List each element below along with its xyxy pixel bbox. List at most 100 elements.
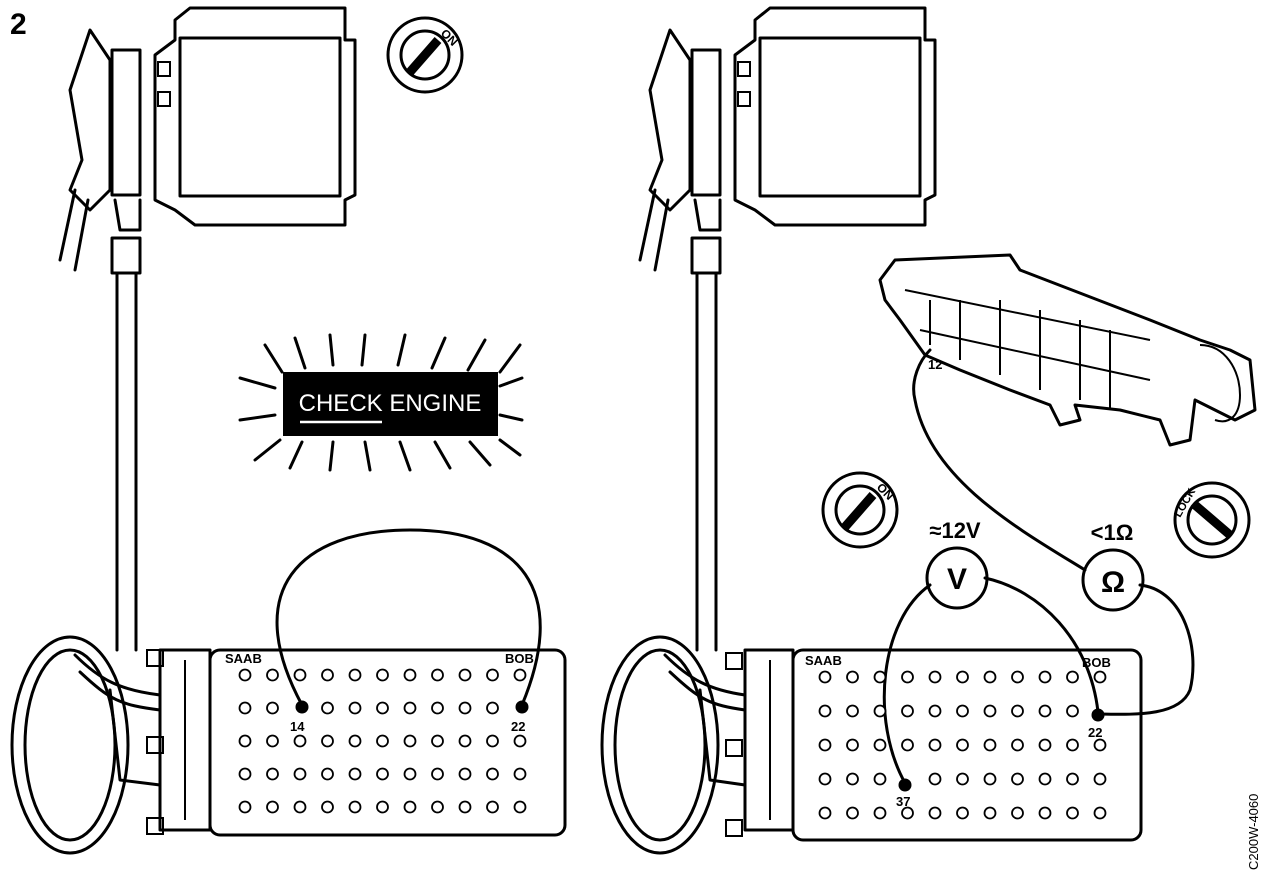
breakout-pin bbox=[293, 767, 307, 781]
breakout-pin bbox=[983, 670, 997, 684]
breakout-pin bbox=[928, 738, 942, 752]
breakout-pin bbox=[376, 734, 389, 748]
breakout-pin bbox=[293, 800, 307, 814]
breakout-pin bbox=[818, 670, 832, 684]
ignition-on-label: ON bbox=[438, 26, 461, 49]
ohmmeter-reading: <1Ω bbox=[1091, 520, 1134, 545]
voltmeter-reading: ≈12V bbox=[929, 518, 981, 543]
breakout-pin bbox=[1066, 670, 1079, 684]
breakout-pin bbox=[873, 704, 887, 718]
step-number: 2 bbox=[10, 8, 27, 41]
breakout-box-left-label-saab: SAAB bbox=[225, 651, 262, 666]
voltmeter-symbol: V bbox=[947, 563, 967, 596]
control-module-left bbox=[153, 6, 357, 227]
breakout-pin bbox=[818, 738, 832, 752]
ignition-switch-on-left: ON bbox=[386, 16, 464, 94]
breakout-pin bbox=[238, 668, 252, 682]
breakout-pin bbox=[266, 701, 279, 715]
breakout-pin bbox=[376, 767, 389, 781]
breakout-pin bbox=[403, 734, 417, 748]
breakout-pin bbox=[1093, 772, 1107, 786]
breakout-cable-left bbox=[10, 635, 212, 855]
breakout-pin bbox=[513, 734, 527, 748]
breakout-pin bbox=[238, 734, 252, 748]
ignition-on-label-right: ON bbox=[874, 480, 897, 503]
breakout-pin bbox=[403, 668, 417, 682]
breakout-pin bbox=[1066, 704, 1079, 718]
breakout-pin bbox=[266, 767, 279, 781]
breakout-pin bbox=[901, 738, 914, 752]
breakout-pin bbox=[901, 670, 914, 684]
breakout-pin bbox=[1011, 772, 1024, 786]
breakout-pin bbox=[956, 670, 969, 684]
breakout-pin bbox=[1066, 772, 1079, 786]
breakout-pin bbox=[458, 734, 472, 748]
breakout-pin bbox=[321, 800, 334, 814]
check-engine-lamp: CHECK ENGINE bbox=[238, 333, 524, 472]
pin-14-left bbox=[295, 700, 309, 714]
breakout-pin bbox=[403, 701, 417, 715]
breakout-pin bbox=[458, 701, 472, 715]
breakout-pin bbox=[513, 668, 527, 682]
breakout-box-right-label-bob: BOB bbox=[1082, 655, 1111, 670]
breakout-pin bbox=[431, 701, 444, 715]
breakout-pin bbox=[846, 772, 859, 786]
breakout-pin bbox=[348, 701, 362, 715]
breakout-pin bbox=[956, 806, 969, 820]
breakout-pin bbox=[431, 767, 444, 781]
breakout-pin bbox=[873, 738, 887, 752]
breakout-pin bbox=[238, 767, 252, 781]
breakout-pin bbox=[376, 668, 389, 682]
figure-code: C200W-4060 bbox=[1246, 794, 1261, 870]
ignition-switch-lock: LOCK bbox=[1172, 481, 1251, 559]
breakout-pin bbox=[983, 772, 997, 786]
breakout-pin bbox=[901, 806, 914, 820]
pin-label-22-left: 22 bbox=[511, 719, 525, 734]
ohmmeter: <1Ω Ω bbox=[912, 348, 1195, 716]
right-panel: 12 ON LOCK ≈12V V <1Ω Ω bbox=[600, 6, 1257, 855]
breakout-pin bbox=[928, 806, 942, 820]
breakout-pin bbox=[376, 800, 389, 814]
breakout-pin bbox=[486, 800, 499, 814]
breakout-pin bbox=[293, 734, 307, 748]
breakout-pin bbox=[266, 668, 279, 682]
breakout-pin bbox=[458, 767, 472, 781]
breakout-pin bbox=[901, 704, 914, 718]
breakout-pin bbox=[348, 800, 362, 814]
breakout-pin bbox=[348, 668, 362, 682]
breakout-pin bbox=[873, 772, 887, 786]
breakout-pin bbox=[1011, 738, 1024, 752]
breakout-box-left: SAAB BOB 14 22 bbox=[208, 528, 567, 837]
breakout-pin bbox=[873, 806, 887, 820]
breakout-pin bbox=[486, 701, 499, 715]
breakout-pin bbox=[846, 806, 859, 820]
control-module-right bbox=[733, 6, 937, 227]
breakout-pin bbox=[928, 704, 942, 718]
breakout-pin bbox=[376, 701, 389, 715]
breakout-pin bbox=[458, 668, 472, 682]
pin-37 bbox=[898, 778, 912, 792]
breakout-box-left-label-bob: BOB bbox=[505, 651, 534, 666]
breakout-pin bbox=[1038, 670, 1052, 684]
breakout-pin bbox=[1093, 670, 1107, 684]
breakout-pin bbox=[818, 772, 832, 786]
breakout-pin bbox=[1011, 704, 1024, 718]
breakout-pin bbox=[956, 772, 969, 786]
pin-label-37: 37 bbox=[896, 794, 910, 809]
breakout-pin bbox=[321, 767, 334, 781]
ohmmeter-symbol: Ω bbox=[1101, 566, 1125, 599]
ecu-connector: 12 bbox=[878, 253, 1257, 447]
left-panel: ON CHECK ENGINE bbox=[10, 6, 567, 855]
breakout-pin bbox=[846, 704, 859, 718]
wiring-harness-left bbox=[58, 28, 142, 652]
breakout-pin bbox=[486, 767, 499, 781]
breakout-pin bbox=[486, 734, 499, 748]
breakout-pin bbox=[818, 806, 832, 820]
breakout-pin bbox=[983, 704, 997, 718]
breakout-pin bbox=[431, 800, 444, 814]
breakout-pin bbox=[238, 800, 252, 814]
breakout-pin bbox=[1038, 738, 1052, 752]
breakout-pin bbox=[1038, 704, 1052, 718]
breakout-pin bbox=[956, 738, 969, 752]
